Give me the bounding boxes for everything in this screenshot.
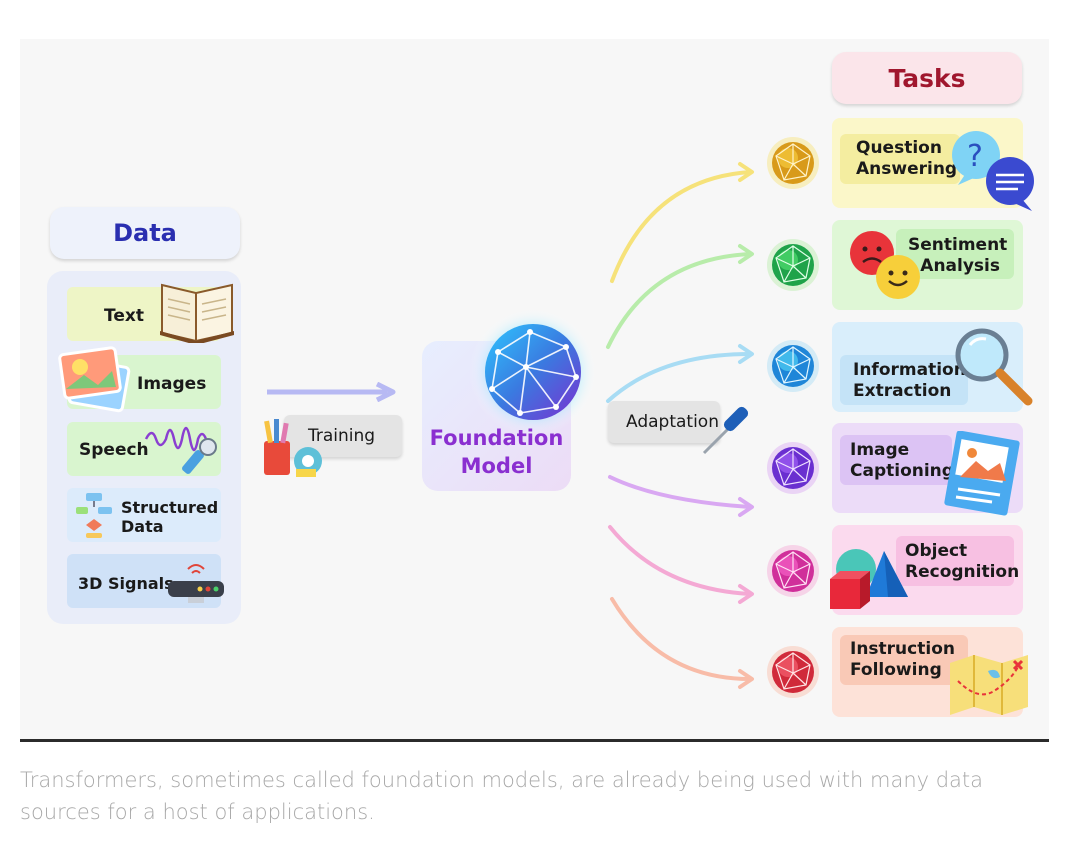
emoji-faces-icon: [850, 231, 920, 299]
task-label-object-recognition: Object Recognition: [905, 541, 1020, 582]
data-label-text: Text: [104, 306, 144, 326]
task-label-instruction-following: Instruction Following: [850, 639, 955, 680]
figure-caption: Transformers, sometimes called foundatio…: [20, 768, 984, 824]
3d-shapes-icon: [830, 549, 908, 609]
training-arrow: [267, 382, 396, 402]
neural-globe-icon: [469, 308, 597, 436]
svg-text:?: ?: [967, 139, 983, 174]
arrow-sentiment-analysis: [606, 252, 752, 349]
orb-green-icon: [767, 239, 819, 291]
data-label-3d-signals: 3D Signals: [78, 574, 174, 593]
ruler-pencil-icon: [264, 419, 322, 477]
screwdriver-icon: [702, 406, 749, 455]
orb-purple-icon: [767, 442, 819, 494]
tasks-title: Tasks: [888, 64, 966, 93]
data-label-speech: Speech: [79, 440, 149, 460]
data-label-images: Images: [137, 374, 207, 394]
data-title: Data: [113, 219, 177, 247]
task-label-information-extraction: Information Extraction: [853, 360, 966, 401]
picture-caption-icon: [944, 431, 1020, 516]
tasks-header: Tasks: [832, 52, 1022, 104]
router-icon: [168, 564, 224, 603]
task-pill-information-extraction: [840, 355, 968, 405]
task-label-sentiment-analysis: Sentiment Analysis: [908, 235, 1008, 276]
flowchart-icon: [76, 493, 112, 538]
adaptation-label: Adaptation: [626, 412, 719, 432]
task-arrows: [606, 162, 754, 689]
magnifier-icon: [955, 328, 1033, 406]
orb-blue-icon: [767, 340, 819, 392]
question-chat-icon: ?: [952, 131, 1034, 211]
arrow-object-recognition: [608, 525, 752, 596]
book-icon: [160, 283, 234, 343]
orb-yellow-icon: [767, 137, 819, 189]
photos-icon: [58, 346, 131, 413]
task-label-question-answering: Question Answering: [856, 138, 958, 179]
task-pill-instruction-following: [840, 635, 968, 685]
orb-pink-icon: [767, 545, 819, 597]
arrow-information-extraction: [606, 352, 752, 403]
orb-red-icon: [767, 646, 819, 698]
data-header: Data: [50, 207, 240, 259]
arrow-instruction-following: [610, 597, 752, 681]
adaptation-tag: Adaptation: [608, 401, 720, 443]
task-label-image-captioning: Image Captioning: [850, 440, 954, 481]
figure-divider: [20, 739, 1049, 742]
task-pill-object-recognition: [896, 536, 1014, 586]
task-pill-image-captioning: [840, 435, 952, 485]
treasure-map-icon: [950, 655, 1028, 715]
arrow-image-captioning: [608, 475, 752, 509]
task-pill-question-answering: [840, 134, 960, 184]
microphone-icon: [144, 426, 217, 474]
training-label: Training: [308, 426, 376, 446]
arrow-question-answering: [610, 170, 752, 283]
foundation-model-label: Foundation Model: [429, 426, 564, 478]
